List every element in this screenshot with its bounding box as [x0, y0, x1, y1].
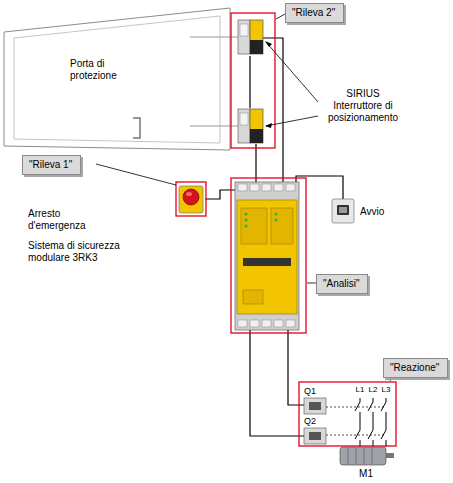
callout-text: "Rileva 2" [292, 7, 337, 19]
callout-text: "Rileva 1" [29, 159, 74, 171]
callout-box: "Analisi" [316, 274, 368, 294]
position-switch [238, 20, 263, 54]
main-circuit [355, 398, 386, 447]
callout-text: "Analisi" [323, 278, 361, 290]
emergency-stop [179, 186, 203, 213]
component-tag: Q1 [304, 386, 326, 397]
leader-arrowhead [265, 41, 272, 128]
part-label: Porta di protezione [70, 58, 132, 82]
contactor [304, 398, 326, 414]
position-switch [238, 109, 263, 143]
leader-line [96, 14, 393, 381]
component-tag: L2 [367, 385, 379, 395]
contactor [304, 428, 326, 444]
component-tag: Q2 [304, 416, 326, 427]
door-handle [133, 118, 140, 138]
part-label: SIRIUS Interruttore di posizionamento [321, 88, 405, 124]
part-label: Arresto d'emergenza [28, 208, 96, 232]
part-label: Avvio [360, 206, 400, 218]
callout-text: "Reazione" [390, 362, 441, 374]
door-frame [14, 16, 220, 143]
safety-module [235, 182, 299, 330]
wires [205, 38, 343, 436]
component-tag: L3 [380, 385, 392, 395]
callout-box: "Reazione" [383, 358, 448, 378]
callout-box: "Rileva 2" [285, 3, 344, 23]
component-tag: M1 [354, 468, 378, 480]
mechanical-link [326, 407, 384, 435]
component-tag: L1 [354, 385, 366, 395]
door-outline [4, 8, 230, 150]
highlight-frame [176, 13, 396, 446]
callout-box: "Rileva 1" [22, 155, 81, 175]
motor [340, 447, 394, 465]
part-label: Sistema di sicurezza modulare 3RK3 [28, 240, 140, 264]
start-button [332, 199, 354, 223]
